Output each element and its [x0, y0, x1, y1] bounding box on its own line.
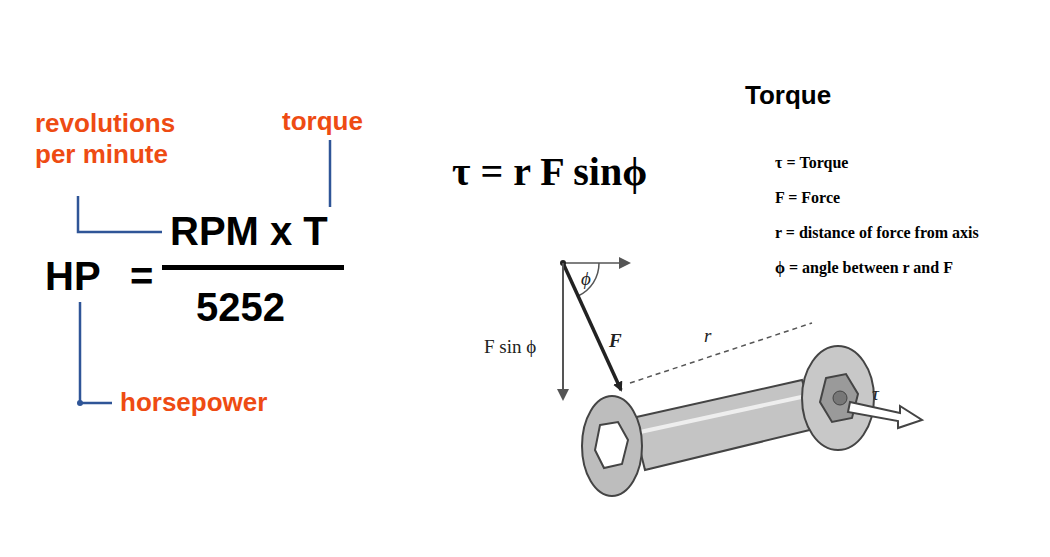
formula-result: HP	[45, 252, 101, 300]
component-arrow	[562, 263, 564, 398]
term-label: torque	[282, 106, 363, 137]
definition: ϕ = angle between r and F	[775, 258, 953, 277]
figure-label: τ	[872, 383, 879, 406]
leader-dot	[77, 400, 83, 406]
formula-denominator: 5252	[196, 283, 285, 331]
figure-label: F	[609, 330, 622, 353]
torque-formula: τ = r F sinϕ	[452, 148, 647, 196]
formula-equals: =	[130, 252, 153, 300]
formula-numerator: RPM x T	[170, 207, 328, 255]
fraction-bar	[162, 265, 344, 270]
leader-lines	[78, 140, 330, 403]
definition: F = Force	[775, 188, 840, 207]
term-label: revolutions per minute	[35, 108, 210, 170]
wrench	[582, 346, 922, 496]
reference-line	[563, 262, 628, 264]
definition: r = distance of force from axis	[775, 223, 979, 242]
angle-arc	[578, 263, 599, 296]
definition: τ = Torque	[775, 153, 848, 172]
figure-label: F sin ϕ	[482, 336, 538, 359]
heading: Torque	[745, 80, 831, 111]
figure-label: r	[704, 325, 711, 348]
term-label: horsepower	[120, 387, 267, 418]
figure-label: ϕ	[581, 268, 591, 291]
force-arrow	[563, 263, 621, 390]
radius-line	[630, 323, 812, 383]
